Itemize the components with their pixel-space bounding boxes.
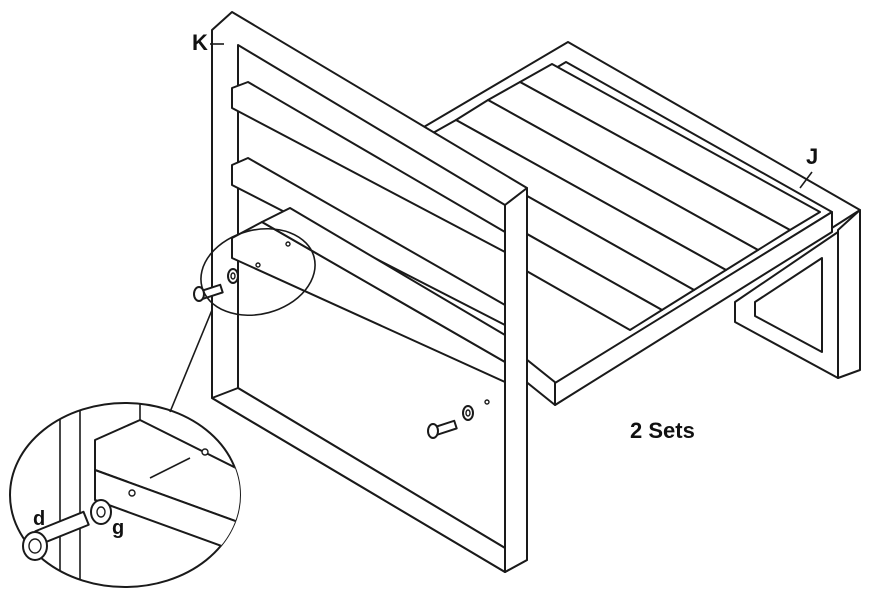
label-part-j: J	[806, 144, 819, 169]
label-washer-g: g	[112, 517, 125, 539]
seat-frame-j	[299, 41, 861, 406]
detail-zoom	[9, 402, 241, 588]
bolt-set-lower	[427, 399, 490, 439]
callout-ring	[200, 227, 316, 317]
caption-sets: 2 Sets	[630, 418, 695, 443]
label-part-k: K	[192, 30, 208, 55]
label-bolt-d: d	[33, 508, 46, 530]
callout-leader	[169, 309, 213, 413]
